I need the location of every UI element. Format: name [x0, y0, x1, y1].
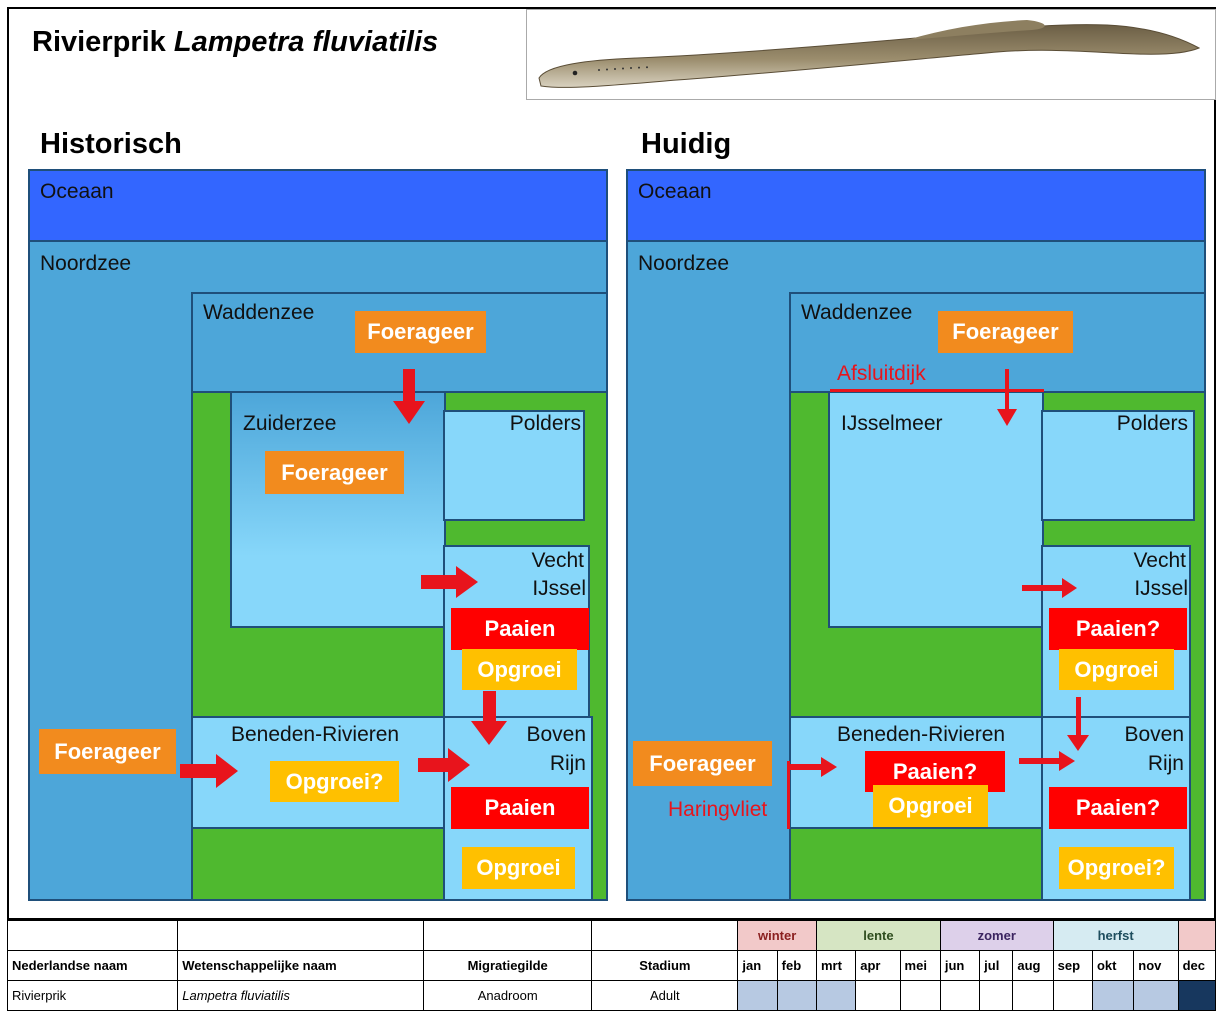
season-zomer: zomer	[939, 920, 1054, 951]
region-polders	[1041, 410, 1195, 521]
label-noordzee: Noordzee	[40, 252, 132, 275]
label-beneden-rivieren: Beneden-Rivieren	[837, 723, 1006, 746]
label-haringvliet: Haringvliet	[668, 798, 768, 821]
header-guild: Migratiegilde	[423, 950, 593, 981]
label-vecht: Vecht	[1133, 549, 1186, 572]
month-header: jul	[979, 950, 1014, 981]
species-common-name: Rivierprik	[32, 26, 166, 58]
label-ijsselmeer: IJsselmeer	[841, 412, 943, 435]
month-header: aug	[1012, 950, 1054, 981]
region-zuiderzee	[230, 391, 446, 628]
tag-opgroei-beneden: Opgroei	[873, 785, 988, 827]
label-noordzee: Noordzee	[638, 252, 730, 275]
cell-guild: Anadroom	[423, 980, 593, 1011]
season-winter-cont	[1177, 920, 1217, 951]
blank-cell	[423, 920, 593, 951]
month-cell-apr	[855, 980, 901, 1011]
month-header: mei	[899, 950, 941, 981]
species-scientific-name: Lampetra fluviatilis	[173, 26, 439, 58]
season-winter: winter	[737, 920, 817, 951]
tag-foerageer-sea: Foerageer	[39, 729, 176, 774]
label-polders: Polders	[1116, 412, 1188, 435]
tag-opgroei-beneden: Opgroei?	[270, 761, 399, 802]
tag-paaien-rijn: Paaien	[451, 787, 589, 829]
tag-foerageer-zuiderzee: Foerageer	[265, 451, 404, 494]
month-cell-sep	[1052, 980, 1093, 1011]
month-header: jun	[939, 950, 981, 981]
label-afsluitdijk: Afsluitdijk	[837, 362, 926, 385]
month-header: jan	[737, 950, 778, 981]
lamprey-image	[538, 20, 1201, 88]
month-cell-jan	[737, 980, 778, 1011]
table-row: Rivierprik Lampetra fluviatilis Anadroom…	[6, 980, 1217, 1011]
region-oceaan	[626, 169, 1206, 242]
tag-paaien-rijn: Paaien?	[1049, 787, 1187, 829]
month-header: apr	[855, 950, 901, 981]
label-ijssel: IJssel	[1134, 577, 1188, 600]
month-cell-dec	[1177, 980, 1217, 1011]
barrier-haringvliet	[787, 761, 790, 829]
label-waddenzee: Waddenzee	[203, 301, 315, 324]
lamprey-illustration	[526, 9, 1216, 100]
cell-common-name: Rivierprik	[6, 980, 179, 1011]
cell-scientific-name: Lampetra fluviatilis	[177, 980, 425, 1011]
month-header: nov	[1133, 950, 1179, 981]
cell-stage: Adult	[591, 980, 739, 1011]
header-scientific-name: Wetenschappelijke naam	[177, 950, 425, 981]
month-header: okt	[1091, 950, 1135, 981]
month-header: mrt	[815, 950, 857, 981]
month-cell-mei	[899, 980, 941, 1011]
month-cell-jul	[979, 980, 1014, 1011]
tag-foerageer-sea: Foerageer	[633, 741, 772, 786]
tag-paaien-ijssel: Paaien	[451, 608, 589, 650]
header-row: Nederlandse naam Wetenschappelijke naam …	[6, 950, 1217, 981]
label-ijssel: IJssel	[532, 577, 586, 600]
heading-historic: Historisch	[40, 128, 182, 160]
month-cell-aug	[1012, 980, 1054, 1011]
heading-current: Huidig	[641, 128, 732, 160]
month-header: dec	[1177, 950, 1217, 981]
month-cell-mrt	[815, 980, 857, 1011]
season-row: winter lente zomer herfst	[6, 920, 1217, 951]
label-polders: Polders	[509, 412, 581, 435]
barrier-afsluitdijk	[830, 389, 1044, 392]
tag-opgroei-rijn: Opgroei	[462, 847, 575, 889]
label-oceaan: Oceaan	[40, 180, 114, 203]
month-cell-okt	[1091, 980, 1135, 1011]
species-title: Rivierprik Lampetra fluviatilis	[32, 26, 438, 59]
current-panel: Oceaan Noordzee Waddenzee IJsselmeer Pol…	[626, 169, 1206, 901]
blank-cell	[6, 920, 179, 951]
season-lente: lente	[815, 920, 941, 951]
tag-opgroei-rijn: Opgroei?	[1059, 847, 1174, 889]
label-beneden-rivieren: Beneden-Rivieren	[231, 723, 400, 746]
figure-frame	[7, 7, 1216, 920]
label-vecht: Vecht	[531, 549, 584, 572]
season-herfst: herfst	[1052, 920, 1179, 951]
tag-foerageer-waddenzee: Foerageer	[938, 311, 1073, 353]
blank-cell	[591, 920, 739, 951]
label-boven: Boven	[526, 723, 586, 746]
header-common-name: Nederlandse naam	[6, 950, 179, 981]
blank-cell	[177, 920, 425, 951]
tag-opgroei-ijssel: Opgroei	[1059, 649, 1174, 690]
label-rijn: Rijn	[1147, 752, 1184, 775]
tag-foerageer-waddenzee: Foerageer	[355, 311, 486, 353]
tag-paaien-ijssel: Paaien?	[1049, 608, 1187, 650]
label-zuiderzee: Zuiderzee	[243, 412, 337, 435]
label-rijn: Rijn	[549, 752, 586, 775]
month-header: feb	[776, 950, 817, 981]
label-oceaan: Oceaan	[638, 180, 712, 203]
month-cell-jun	[939, 980, 981, 1011]
header-stage: Stadium	[591, 950, 739, 981]
label-waddenzee: Waddenzee	[801, 301, 913, 324]
historic-panel: Oceaan Noordzee Waddenzee Zuiderzee Pold…	[28, 169, 608, 901]
region-polders	[443, 410, 585, 521]
tag-opgroei-ijssel: Opgroei	[462, 649, 577, 690]
month-header: sep	[1052, 950, 1093, 981]
month-cell-nov	[1133, 980, 1179, 1011]
label-boven: Boven	[1124, 723, 1184, 746]
month-cell-feb	[776, 980, 817, 1011]
migration-calendar-table: winter lente zomer herfst Nederlandse na…	[6, 920, 1217, 1011]
region-oceaan	[28, 169, 608, 242]
